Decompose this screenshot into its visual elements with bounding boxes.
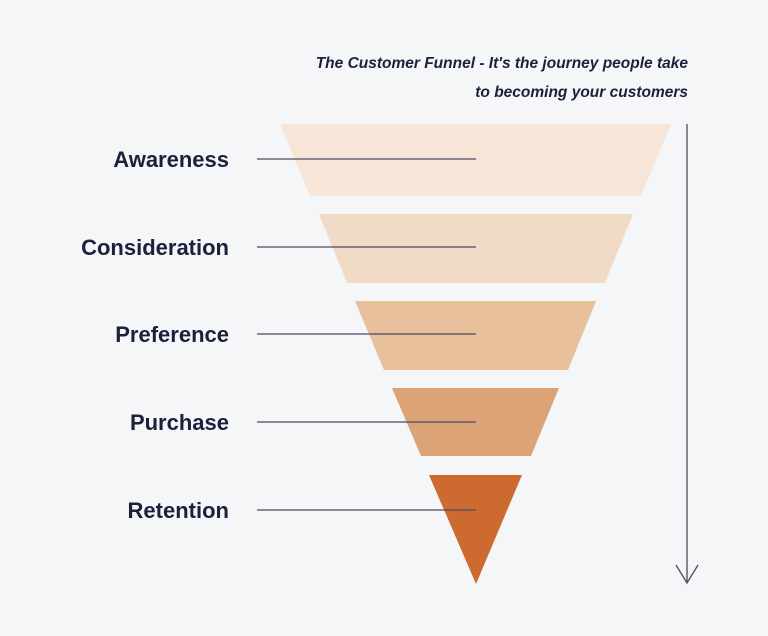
down-arrow-icon [675, 124, 699, 585]
connector-lines [257, 158, 476, 511]
stage-label-retention: Retention [127, 498, 229, 523]
funnel-segment-preference [355, 301, 596, 370]
funnel-segment-awareness [280, 124, 671, 196]
stage-label-preference: Preference [115, 322, 229, 347]
stage-label-consideration: Consideration [81, 235, 229, 260]
caption-line-2: to becoming your customers [475, 84, 688, 101]
funnel-segment-retention [429, 475, 522, 584]
caption-line-1: The Customer Funnel - It's the journey p… [315, 55, 688, 72]
stage-label-awareness: Awareness [113, 147, 229, 172]
funnel-caption: The Customer Funnel - It's the journey p… [248, 49, 688, 107]
stage-label-purchase: Purchase [129, 410, 229, 435]
funnel-segment-consideration [319, 214, 633, 283]
